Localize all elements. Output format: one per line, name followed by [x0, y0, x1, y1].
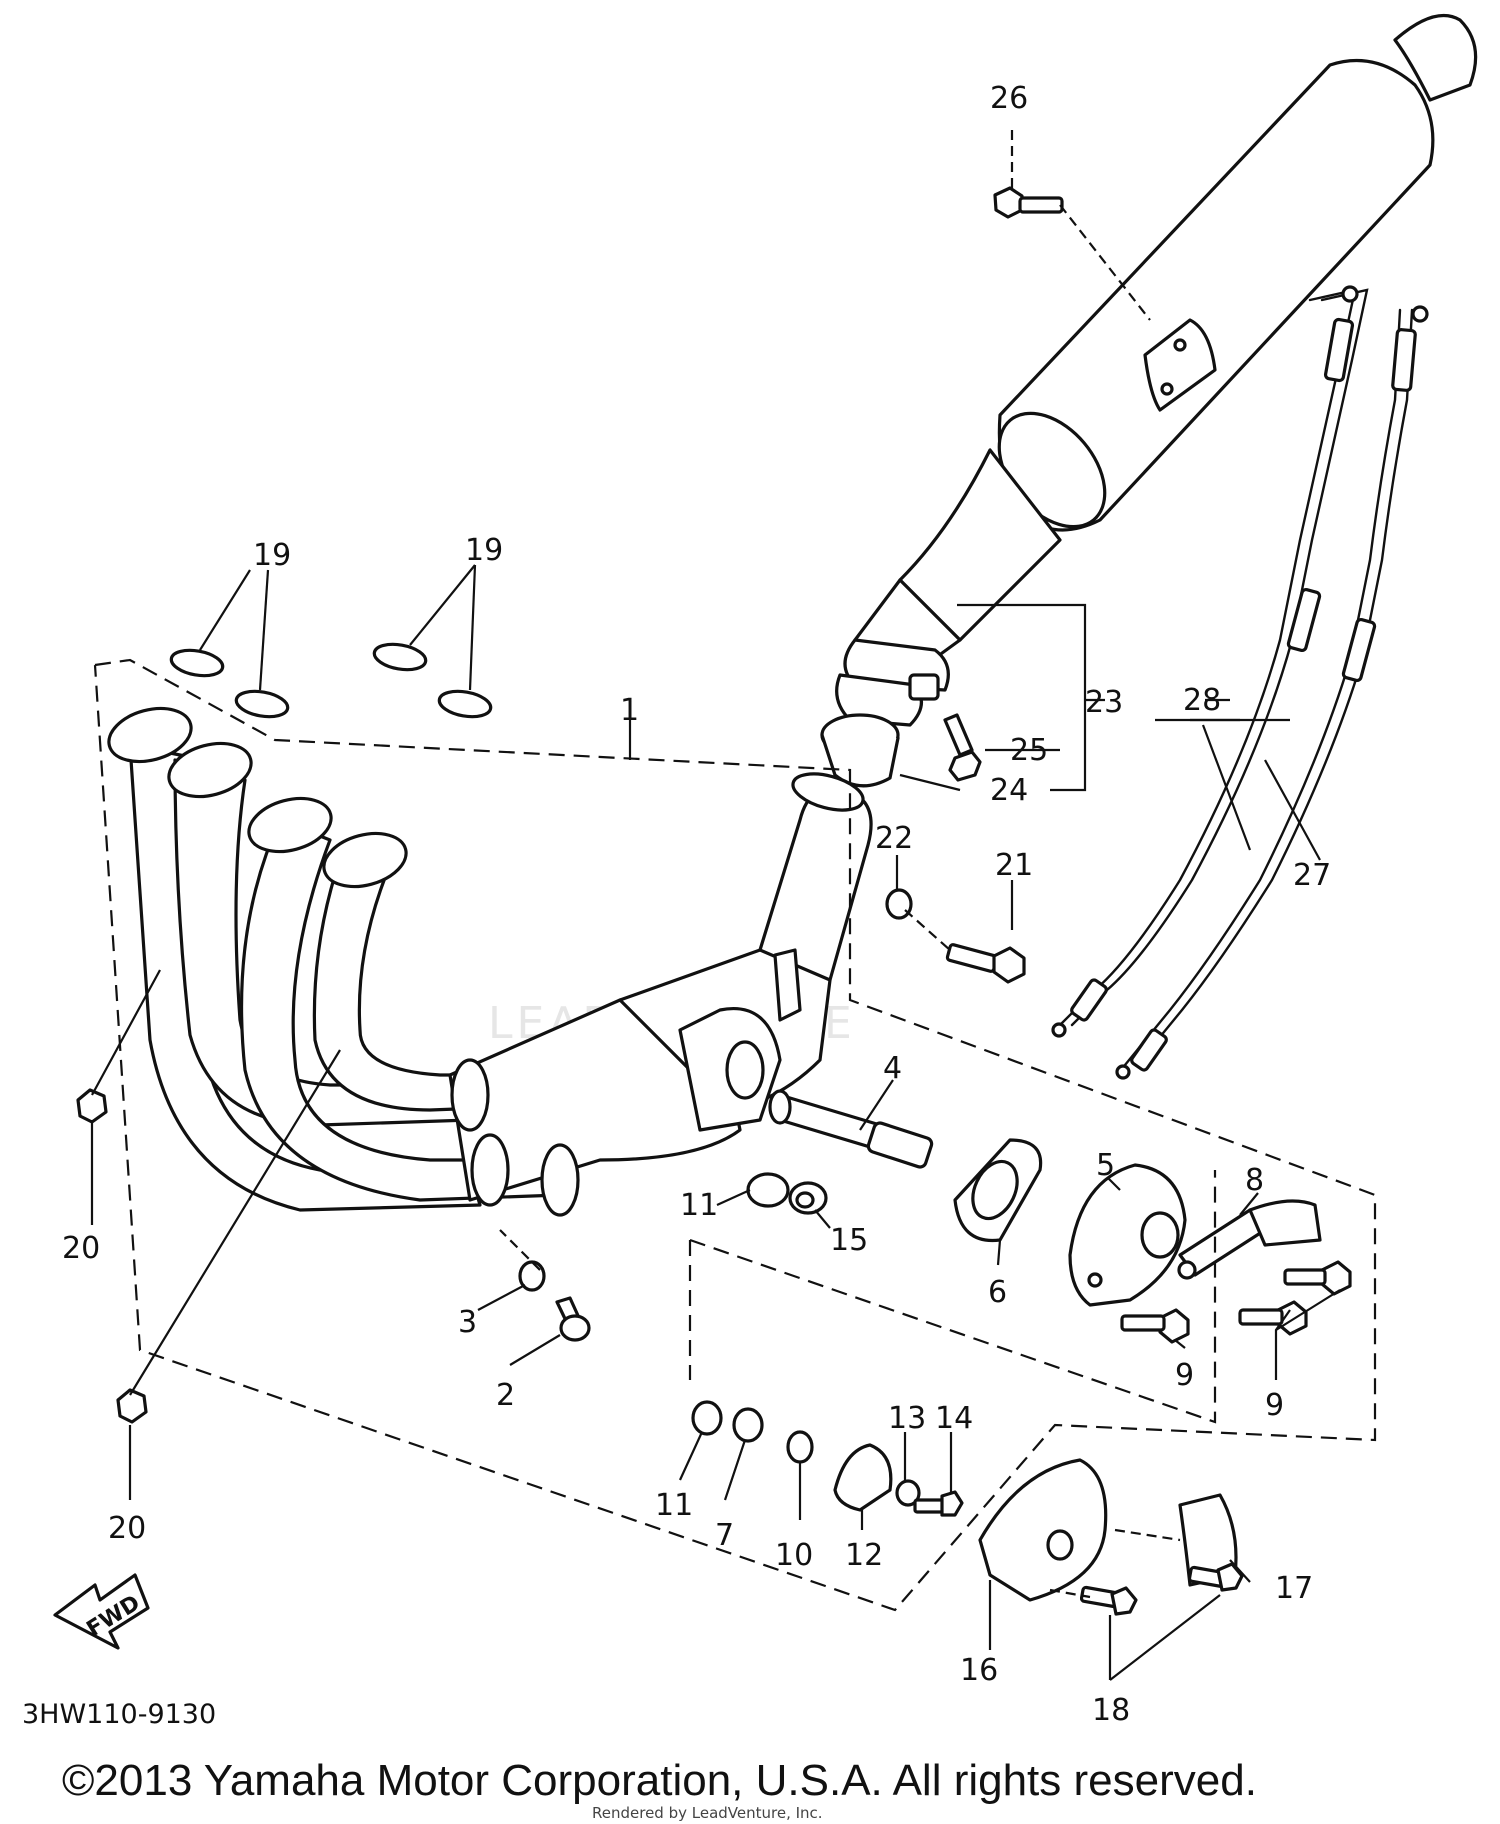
callout-labels: 1 2 3 4 5 6 7 8 9 9 10 11 11 12 13 14 15… — [62, 81, 1331, 1728]
cable-27-end — [1411, 305, 1429, 323]
washer-22 — [885, 888, 913, 920]
valve-shaft-4 — [768, 1089, 934, 1169]
callout-18: 18 — [1092, 1693, 1130, 1728]
nut-20-lower — [116, 1388, 148, 1424]
cable-27 — [1115, 308, 1417, 1080]
callout-12: 12 — [845, 1538, 883, 1573]
gasket-6 — [953, 1138, 1043, 1243]
lever-8 — [1177, 1199, 1322, 1280]
callout-5: 5 — [1096, 1148, 1115, 1183]
cover-16 — [978, 1458, 1108, 1602]
exhaust-header-pipes — [107, 706, 873, 1217]
callout-20a: 20 — [62, 1231, 100, 1266]
callout-28: 28 — [1183, 683, 1221, 718]
callout-11a: 11 — [680, 1188, 718, 1223]
bushings-11-15 — [746, 1172, 828, 1215]
callout-25: 25 — [1010, 733, 1048, 768]
leader-lines — [90, 130, 1341, 1681]
callout-6: 6 — [988, 1275, 1007, 1310]
washer-10 — [786, 1430, 814, 1464]
nut-13 — [895, 1479, 921, 1507]
callout-21: 21 — [995, 848, 1033, 883]
callout-4: 4 — [883, 1051, 902, 1086]
callout-7: 7 — [715, 1518, 734, 1553]
callout-13: 13 — [888, 1401, 926, 1436]
callout-17: 17 — [1275, 1571, 1313, 1606]
muffler-clamp — [820, 638, 950, 788]
bolt-25 — [943, 713, 982, 782]
callout-19a: 19 — [253, 538, 291, 573]
bracket-12 — [833, 1443, 893, 1512]
callout-8: 8 — [1245, 1163, 1264, 1198]
rendered-by: Rendered by LeadVenture, Inc. — [592, 1804, 823, 1822]
cable-28-end — [1341, 285, 1359, 303]
muffler — [853, 13, 1478, 682]
callout-22: 22 — [875, 821, 913, 856]
bolts-18 — [1079, 1562, 1244, 1616]
callout-9b: 9 — [1265, 1388, 1284, 1423]
diagram-code: 3HW110-9130 — [22, 1699, 216, 1730]
callout-19b: 19 — [465, 533, 503, 568]
copyright-notice: ©2013 Yamaha Motor Corporation, U.S.A. A… — [62, 1756, 1257, 1805]
bushing-7 — [732, 1407, 764, 1443]
bushing-11-lower — [691, 1400, 723, 1436]
callout-1: 1 — [620, 693, 639, 728]
bolt-26 — [993, 186, 1064, 219]
callout-14: 14 — [935, 1401, 973, 1436]
housing-5 — [1068, 1163, 1187, 1307]
gaskets-19 — [169, 642, 493, 719]
callout-23: 23 — [1085, 685, 1123, 720]
bolt-14 — [913, 1490, 964, 1517]
group-outline-valve — [689, 1170, 1217, 1424]
bolt-2 — [555, 1296, 591, 1342]
callout-26: 26 — [990, 81, 1028, 116]
callout-24: 24 — [990, 773, 1028, 808]
callout-3: 3 — [458, 1305, 477, 1340]
callout-2: 2 — [496, 1378, 515, 1413]
nut-20-upper — [76, 1088, 108, 1124]
callout-9a: 9 — [1175, 1358, 1194, 1393]
fwd-arrow-icon: FWD — [53, 1573, 150, 1650]
cable-28 — [1051, 288, 1369, 1038]
bolts-9 — [1120, 1260, 1352, 1344]
callout-15: 15 — [830, 1223, 868, 1258]
callout-10: 10 — [775, 1538, 813, 1573]
bolt-21 — [945, 943, 1026, 984]
callout-20b: 20 — [108, 1511, 146, 1546]
callout-27: 27 — [1293, 858, 1331, 893]
callout-16: 16 — [960, 1653, 998, 1688]
callout-11b: 11 — [655, 1488, 693, 1523]
